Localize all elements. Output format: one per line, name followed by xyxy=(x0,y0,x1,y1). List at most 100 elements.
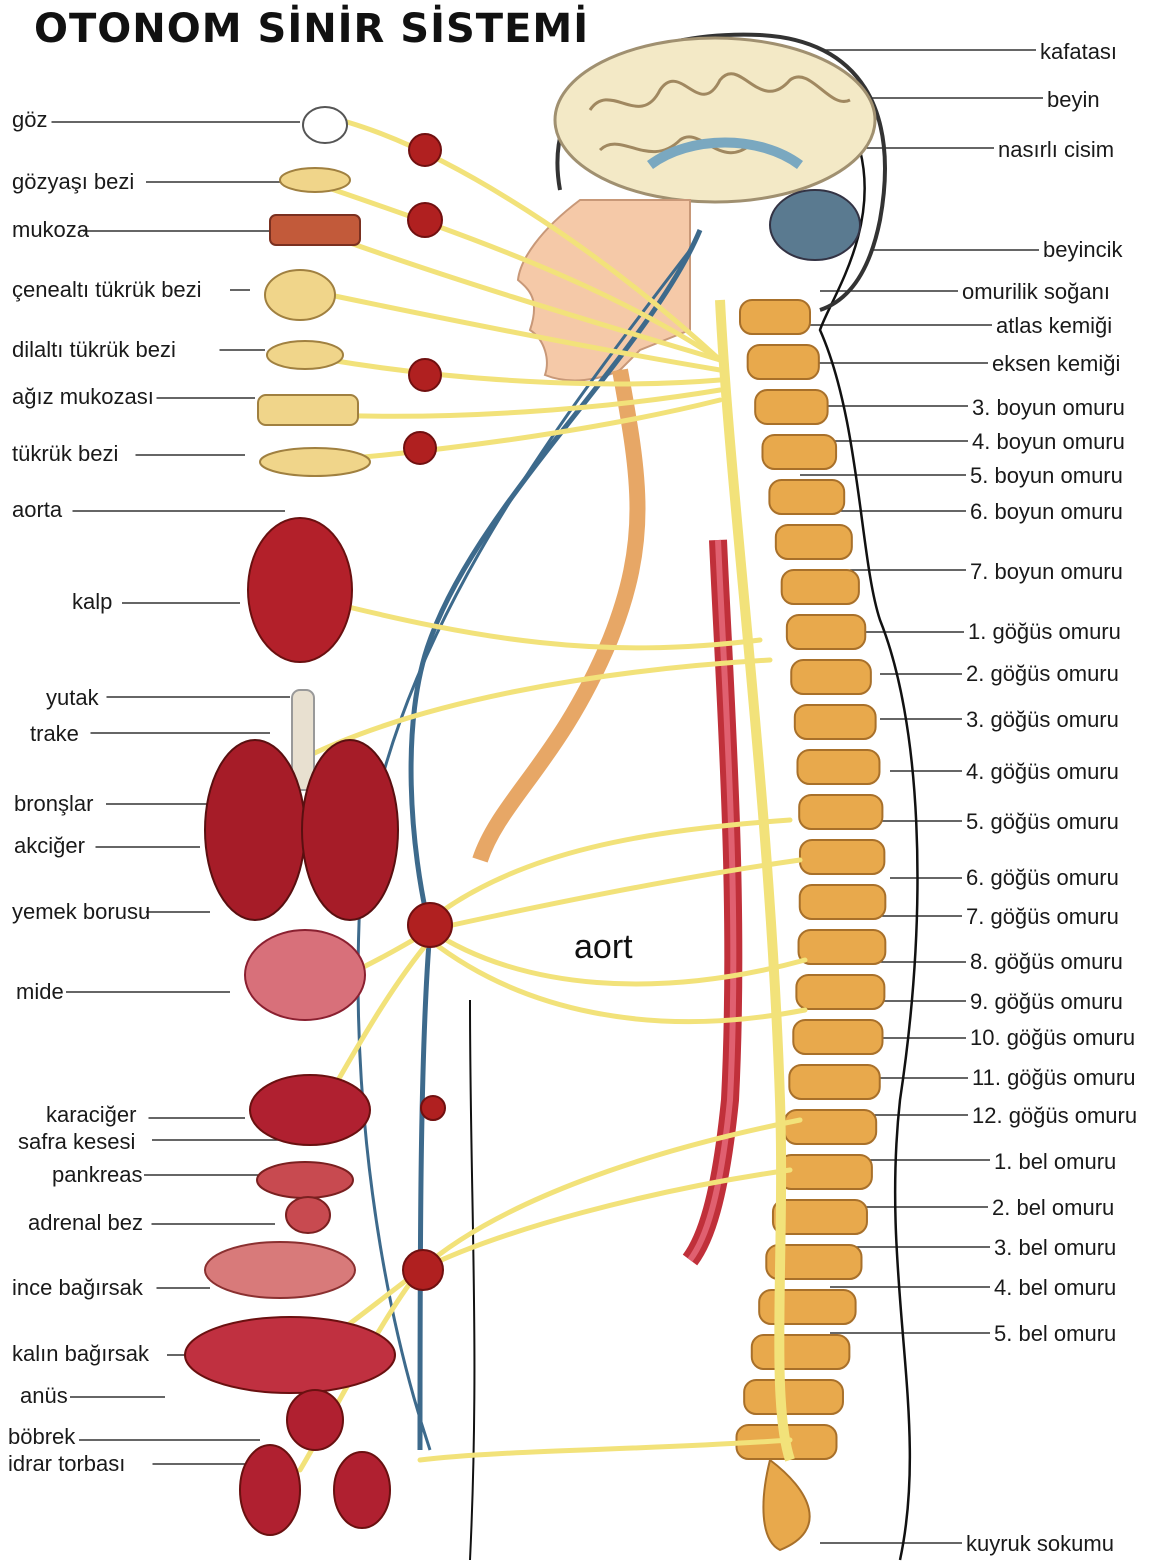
bladder xyxy=(240,1445,300,1535)
right-label: 11. göğüs omuru xyxy=(972,1066,1135,1090)
left-label: ağız mukozası xyxy=(12,385,154,409)
kidney xyxy=(287,1390,343,1450)
ganglion xyxy=(403,1250,443,1290)
right-label: 10. göğüs omuru xyxy=(970,1026,1135,1050)
right-label: 4. boyun omuru xyxy=(972,430,1125,454)
small-intestine xyxy=(205,1242,355,1298)
right-label: 4. bel omuru xyxy=(994,1276,1116,1300)
nerve-fiber xyxy=(320,600,760,648)
submandibular-gland xyxy=(265,270,335,320)
left-label: karaciğer xyxy=(46,1103,136,1127)
pancreas xyxy=(257,1162,353,1198)
left-label: dilaltı tükrük bezi xyxy=(12,338,176,362)
organs xyxy=(185,107,398,1535)
right-label: 3. bel omuru xyxy=(994,1236,1116,1260)
vertebra xyxy=(755,390,827,424)
lacrimal-gland xyxy=(280,168,350,192)
right-label: 6. göğüs omuru xyxy=(966,866,1119,890)
right-label: 7. boyun omuru xyxy=(970,560,1123,584)
mucosa xyxy=(270,215,360,245)
vertebra xyxy=(759,1290,855,1324)
right-label: eksen kemiği xyxy=(992,352,1120,376)
left-label: anüs xyxy=(20,1384,68,1408)
ganglion xyxy=(404,432,436,464)
right-label: 3. boyun omuru xyxy=(972,396,1125,420)
left-label: gözyaşı bezi xyxy=(12,170,134,194)
aort-label: aort xyxy=(574,928,633,967)
vertebra xyxy=(769,480,844,514)
nerve-fiber xyxy=(330,400,720,460)
left-label: böbrek xyxy=(8,1425,75,1449)
heart xyxy=(248,518,352,662)
cerebellum xyxy=(770,190,860,260)
vertebra xyxy=(740,300,810,334)
vertebra xyxy=(787,615,865,649)
vertebra xyxy=(773,1200,867,1234)
left-label: safra kesesi xyxy=(18,1130,135,1154)
vertebra xyxy=(796,975,884,1009)
left-label: trake xyxy=(30,722,79,746)
ganglion xyxy=(408,903,452,947)
right-label: omurilik soğanı xyxy=(962,280,1110,304)
right-label: atlas kemiği xyxy=(996,314,1112,338)
right-label: 6. boyun omuru xyxy=(970,500,1123,524)
vertebra xyxy=(791,660,871,694)
left-label: mukoza xyxy=(12,218,89,242)
vertebra xyxy=(799,795,882,829)
right-label: 8. göğüs omuru xyxy=(970,950,1123,974)
right-label: 4. göğüs omuru xyxy=(966,760,1119,784)
face xyxy=(518,200,690,380)
coccyx xyxy=(763,1460,809,1550)
left-label: adrenal bez xyxy=(28,1211,143,1235)
right-label: 9. göğüs omuru xyxy=(970,990,1123,1014)
vertebra xyxy=(800,885,886,919)
sublingual-gland xyxy=(267,341,343,369)
left-label: kalp xyxy=(72,590,112,614)
vertebra xyxy=(785,1110,877,1144)
ganglion xyxy=(421,1096,445,1120)
nerve-fiber xyxy=(420,1440,790,1460)
mouth-mucosa xyxy=(258,395,358,425)
vertebra xyxy=(782,570,859,604)
nerve-fiber xyxy=(420,1170,790,1270)
vertebra xyxy=(762,435,836,469)
salivary-gland xyxy=(260,448,370,476)
right-label: nasırlı cisim xyxy=(998,138,1114,162)
right-label: 2. göğüs omuru xyxy=(966,662,1119,686)
bladder-right xyxy=(334,1452,390,1528)
right-label: 1. bel omuru xyxy=(994,1150,1116,1174)
right-label: 5. göğüs omuru xyxy=(966,810,1119,834)
vertebra xyxy=(793,1020,882,1054)
left-label: kalın bağırsak xyxy=(12,1342,149,1366)
left-label: tükrük bezi xyxy=(12,442,118,466)
left-lung xyxy=(205,740,305,920)
vertebra xyxy=(776,525,852,559)
brain xyxy=(555,38,875,202)
vertebra xyxy=(800,840,884,874)
nerve-fiber xyxy=(300,660,770,760)
vertebra xyxy=(795,705,876,739)
left-label: yemek borusu xyxy=(12,900,150,924)
left-label: çenealtı tükrük bezi xyxy=(12,278,202,302)
vertebra xyxy=(799,930,886,964)
adrenal-gland xyxy=(286,1197,330,1233)
vertebra xyxy=(779,1155,872,1189)
vertebra xyxy=(744,1380,843,1414)
nerve-fiber xyxy=(330,360,720,384)
large-intestine xyxy=(185,1317,395,1393)
vertebra xyxy=(797,750,879,784)
spine xyxy=(736,300,885,1550)
right-label: 5. boyun omuru xyxy=(970,464,1123,488)
right-label: kafatası xyxy=(1040,40,1117,64)
throat xyxy=(480,370,638,860)
left-label: yutak xyxy=(46,686,99,710)
left-label: ince bağırsak xyxy=(12,1276,143,1300)
right-label: beyincik xyxy=(1043,238,1122,262)
vertebra xyxy=(752,1335,850,1369)
left-label: aorta xyxy=(12,498,62,522)
left-label: mide xyxy=(16,980,64,1004)
left-label: pankreas xyxy=(52,1163,143,1187)
left-label: göz xyxy=(12,108,47,132)
liver xyxy=(250,1075,370,1145)
ganglion xyxy=(409,134,441,166)
